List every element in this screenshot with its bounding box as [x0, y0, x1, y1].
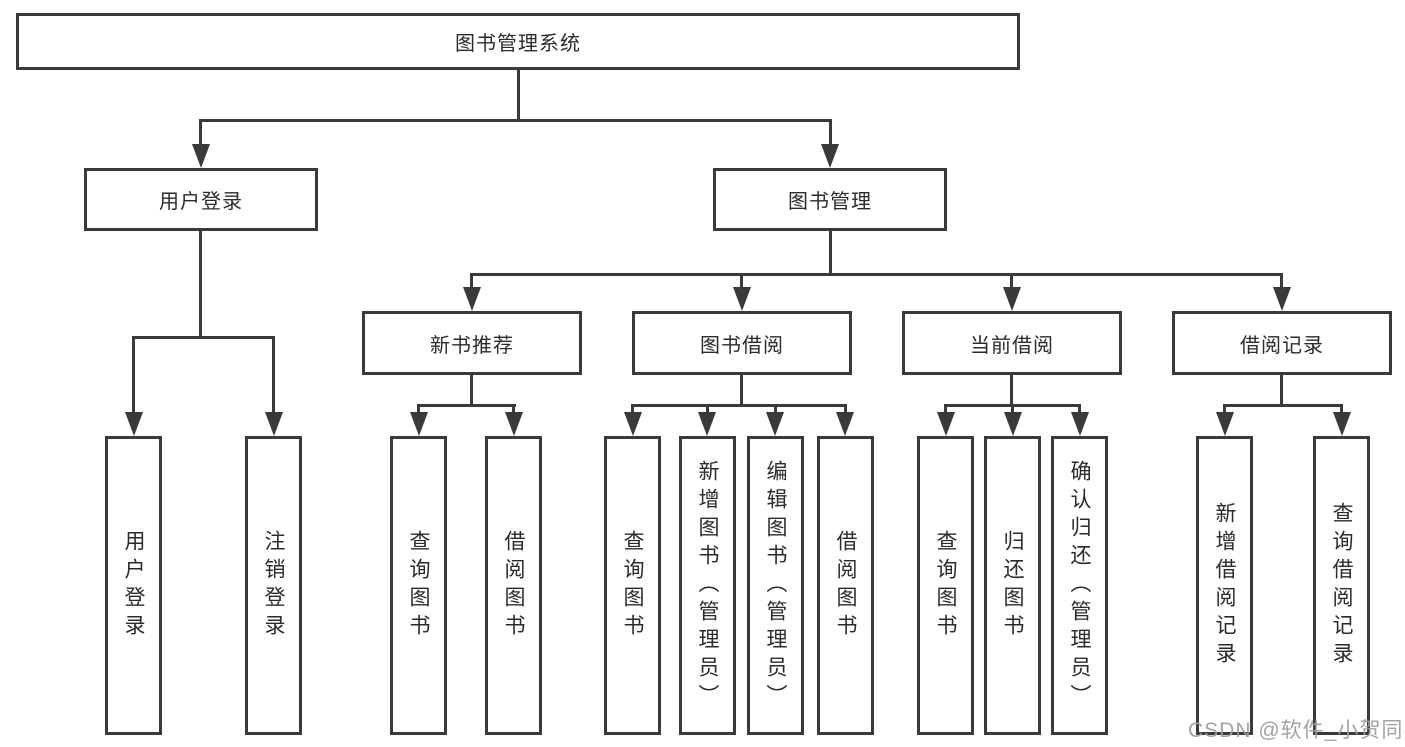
- leaf-return-book: 归还图书: [984, 436, 1041, 735]
- connector-line: [829, 231, 832, 276]
- connector-line: [1078, 404, 1081, 414]
- node-current-borrowing: 当前借阅: [902, 311, 1122, 375]
- leaf-confirm-return-admin: 确认归还（管理员）: [1051, 436, 1108, 735]
- leaf-label: 用户登录: [122, 529, 145, 642]
- arrowhead-down-icon: [125, 412, 143, 436]
- arrowhead-down-icon: [1333, 412, 1351, 436]
- leaf-label: 查询图书: [934, 529, 957, 642]
- connector-line: [1280, 273, 1283, 289]
- leaf-label: 借阅图书: [834, 529, 857, 642]
- leaf-logout: 注销登录: [245, 436, 302, 735]
- node-borrowing-records: 借阅记录: [1172, 311, 1392, 375]
- node-system-root: 图书管理系统: [16, 13, 1020, 70]
- connector-line: [470, 375, 473, 407]
- connector-line: [417, 404, 420, 414]
- node-new-book-recommendation: 新书推荐: [362, 311, 582, 375]
- leaf-add-book-admin: 新增图书（管理员）: [679, 436, 736, 735]
- connector-line: [1280, 375, 1283, 407]
- arrowhead-down-icon: [1071, 412, 1089, 436]
- arrowhead-down-icon: [1003, 287, 1021, 311]
- connector-line: [740, 273, 743, 289]
- connector-line: [1010, 375, 1013, 407]
- leaf-query-books-recommend: 查询图书: [390, 436, 447, 735]
- connector-line: [1010, 273, 1013, 289]
- connector-line: [512, 404, 515, 414]
- connector-line: [417, 404, 516, 407]
- leaf-borrow-books-borrowing: 借阅图书: [817, 436, 874, 735]
- connector-line: [774, 404, 777, 414]
- arrowhead-down-icon: [463, 287, 481, 311]
- connector-line: [272, 336, 275, 414]
- leaf-label: 新增借阅记录: [1213, 501, 1236, 670]
- node-user-login: 用户登录: [84, 168, 318, 231]
- connector-line: [199, 119, 202, 147]
- arrowhead-down-icon: [698, 412, 716, 436]
- connector-line: [740, 375, 743, 407]
- connector-line: [132, 336, 135, 414]
- arrowhead-down-icon: [766, 412, 784, 436]
- arrowhead-down-icon: [1004, 412, 1022, 436]
- leaf-label: 注销登录: [262, 529, 285, 642]
- connector-line: [1223, 404, 1226, 414]
- leaf-query-borrow-record: 查询借阅记录: [1313, 436, 1370, 735]
- leaf-label: 归还图书: [1001, 529, 1024, 642]
- leaf-label: 查询图书: [407, 529, 430, 642]
- connector-line: [470, 273, 1283, 276]
- leaf-query-books-current: 查询图书: [917, 436, 974, 735]
- node-book-management: 图书管理: [713, 168, 947, 231]
- connector-line: [517, 70, 520, 120]
- arrowhead-down-icon: [410, 412, 428, 436]
- arrowhead-down-icon: [505, 412, 523, 436]
- connector-line: [844, 404, 847, 414]
- leaf-label: 编辑图书（管理员）: [764, 459, 787, 712]
- leaf-label: 借阅图书: [502, 529, 525, 642]
- leaf-query-books-borrowing: 查询图书: [604, 436, 661, 735]
- csdn-watermark: CSDN @软件_小贺同学: [1188, 719, 1405, 742]
- leaf-borrow-books-recommend: 借阅图书: [485, 436, 542, 735]
- arrowhead-down-icon: [265, 412, 283, 436]
- connector-line: [199, 231, 202, 337]
- connector-line: [1011, 404, 1014, 414]
- leaf-label: 查询图书: [621, 529, 644, 642]
- connector-line: [631, 404, 634, 414]
- arrowhead-down-icon: [1273, 287, 1291, 311]
- connector-line: [199, 119, 832, 122]
- arrowhead-down-icon: [1216, 412, 1234, 436]
- leaf-add-borrow-record: 新增借阅记录: [1196, 436, 1253, 735]
- leaf-label: 新增图书（管理员）: [696, 459, 719, 712]
- arrowhead-down-icon: [733, 287, 751, 311]
- leaf-label: 查询借阅记录: [1330, 501, 1353, 670]
- connector-line: [470, 273, 473, 289]
- connector-line: [1340, 404, 1343, 414]
- arrowhead-down-icon: [821, 144, 839, 168]
- leaf-edit-book-admin: 编辑图书（管理员）: [747, 436, 804, 735]
- connector-line: [1223, 404, 1343, 407]
- connector-line: [132, 336, 275, 339]
- leaf-label: 确认归还（管理员）: [1068, 459, 1091, 712]
- arrowhead-down-icon: [937, 412, 955, 436]
- connector-line: [706, 404, 709, 414]
- connector-line: [944, 404, 947, 414]
- arrowhead-down-icon: [624, 412, 642, 436]
- connector-line: [631, 404, 847, 407]
- connector-line: [829, 119, 832, 147]
- leaf-user-login: 用户登录: [105, 436, 162, 735]
- node-book-borrowing: 图书借阅: [632, 311, 852, 375]
- arrowhead-down-icon: [192, 144, 210, 168]
- arrowhead-down-icon: [836, 412, 854, 436]
